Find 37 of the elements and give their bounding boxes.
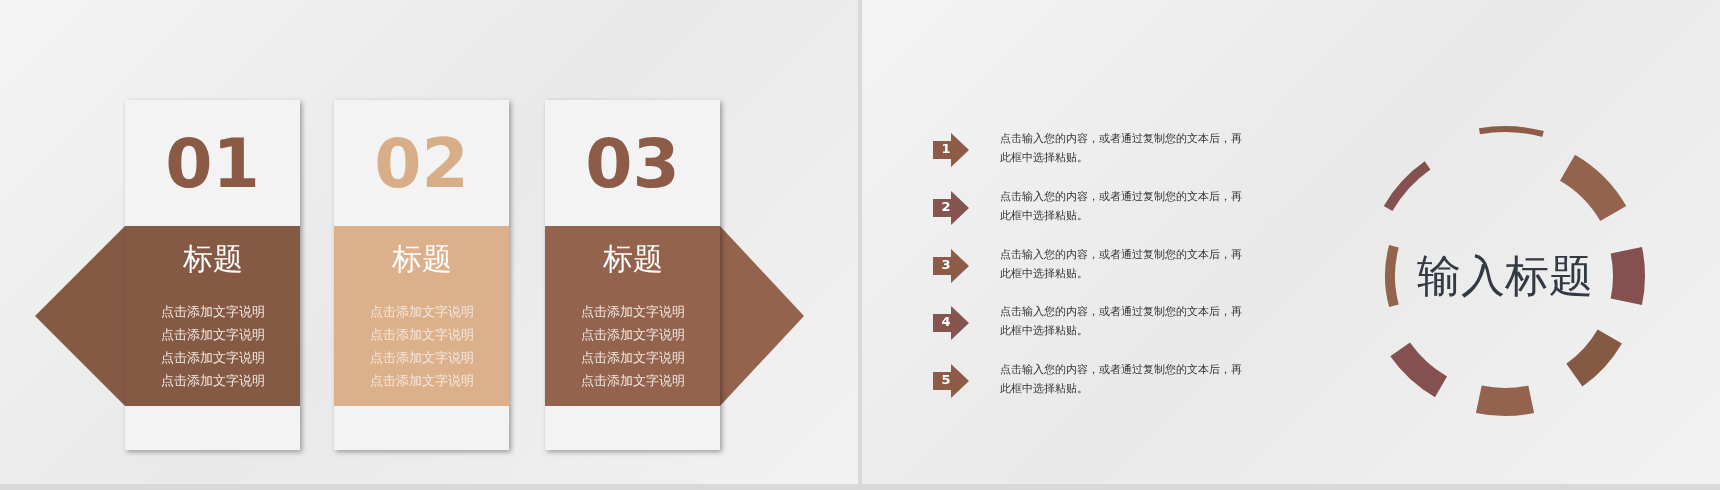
number-badge [933, 191, 969, 225]
card [125, 100, 300, 450]
card-title: 标题 [390, 242, 453, 275]
description-text: 点击添加文字说明 [159, 350, 266, 366]
description-text: 点击输入您的内容，或者通过复制您的文本后，再此框中选择粘贴。 [1000, 189, 1243, 224]
number-badge [933, 306, 969, 340]
number-badge [933, 364, 969, 398]
card [545, 100, 720, 450]
step-number: 01 [164, 130, 261, 198]
description-text: 点击添加文字说明 [159, 327, 266, 343]
description-text: 点击添加文字说明 [579, 327, 686, 343]
description-text: 点击输入您的内容，或者通过复制您的文本后，再此框中选择粘贴。 [1000, 247, 1243, 282]
circle-title: 输入标题 [1405, 248, 1605, 304]
number-badge [933, 249, 969, 283]
step-number: 4 [940, 314, 952, 330]
description-text: 点击输入您的内容，或者通过复制您的文本后，再此框中选择粘贴。 [1000, 362, 1243, 397]
step-number: 2 [940, 199, 952, 215]
card-title: 标题 [601, 242, 664, 275]
description-text: 点击添加文字说明 [159, 373, 266, 389]
description-text: 点击添加文字说明 [368, 327, 475, 343]
card [334, 100, 509, 450]
step-number: 03 [584, 130, 681, 198]
description-text: 点击添加文字说明 [579, 304, 686, 320]
description-text: 点击添加文字说明 [368, 350, 475, 366]
card-title: 标题 [181, 242, 244, 275]
description-text: 点击添加文字说明 [579, 350, 686, 366]
number-badge [933, 133, 969, 167]
description-text: 点击添加文字说明 [579, 373, 686, 389]
description-text: 点击输入您的内容，或者通过复制您的文本后，再此框中选择粘贴。 [1000, 304, 1243, 339]
step-number: 02 [373, 130, 470, 198]
step-number: 5 [940, 372, 952, 388]
description-text: 点击添加文字说明 [368, 304, 475, 320]
description-text: 点击添加文字说明 [159, 304, 266, 320]
step-number: 1 [940, 141, 952, 157]
step-number: 3 [940, 257, 952, 273]
description-text: 点击添加文字说明 [368, 373, 475, 389]
description-text: 点击输入您的内容，或者通过复制您的文本后，再此框中选择粘贴。 [1000, 131, 1243, 166]
